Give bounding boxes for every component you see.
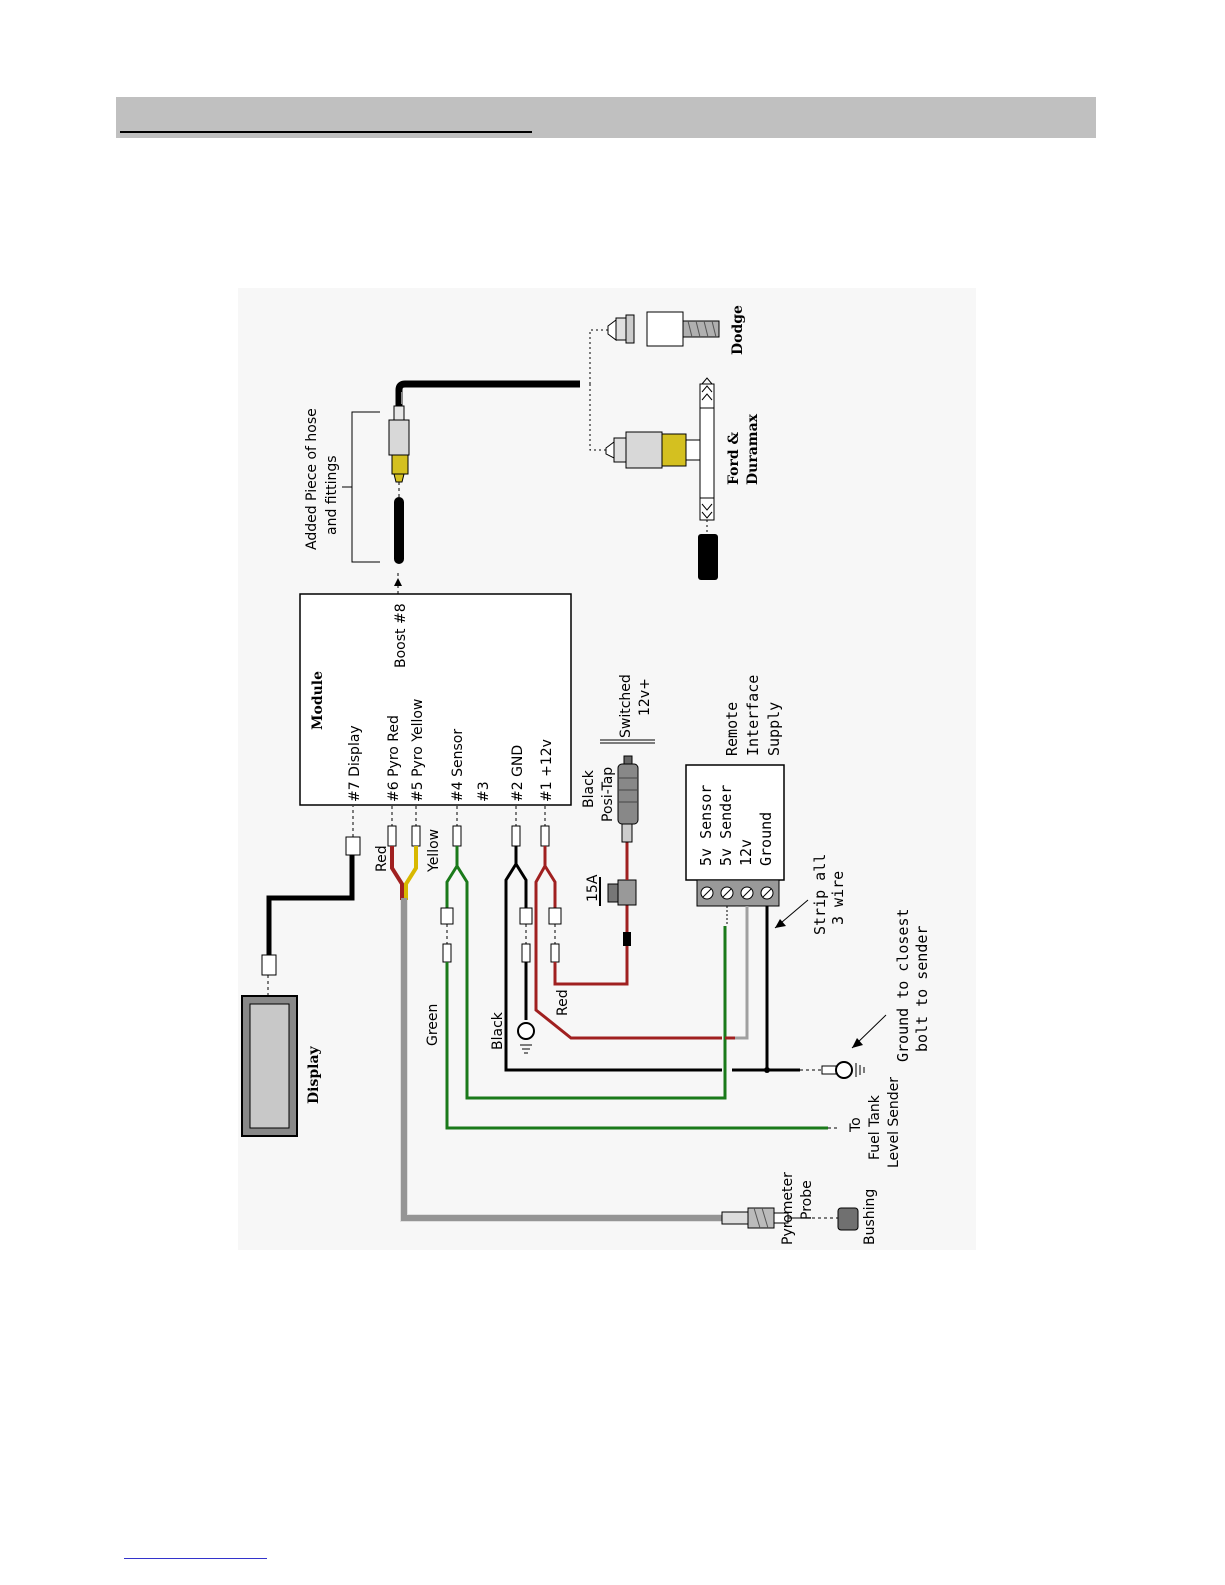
fuel-label-line3: Level Sender bbox=[886, 1077, 902, 1168]
strip-arrowhead-icon bbox=[775, 919, 786, 928]
gnd-black-wire-a bbox=[504, 846, 722, 1072]
switched-label-line1: Switched bbox=[618, 674, 634, 738]
wire-label-green: Green bbox=[425, 1004, 441, 1046]
ground-ring-icon bbox=[517, 1022, 535, 1040]
power-red-wire-b bbox=[543, 865, 557, 908]
fuse-label: 15A bbox=[585, 874, 601, 902]
ford-label-line1: Ford & bbox=[726, 431, 742, 485]
ford-hose-stub bbox=[698, 534, 718, 580]
wire-label-red-top: Red bbox=[374, 845, 390, 872]
power-pin-icon bbox=[540, 825, 550, 847]
added-hose-segment bbox=[394, 497, 404, 564]
ground-symbol-icon bbox=[520, 1044, 532, 1054]
terminal-label-12v: 12v bbox=[737, 839, 755, 866]
fuel-label-line2: Fuel Tank bbox=[867, 1094, 883, 1160]
pyro-red-pin-icon bbox=[387, 825, 397, 847]
ground-arrowhead-icon bbox=[852, 1038, 863, 1048]
section-header-rule bbox=[120, 131, 532, 133]
fuel-pin-icon bbox=[442, 943, 452, 963]
switched-label-line2: 12v+ bbox=[637, 678, 653, 716]
port-6-label: #6 Pyro Red bbox=[386, 715, 402, 802]
ford-label-line2: Duramax bbox=[745, 413, 761, 485]
ground-note-line2: bolt to sender bbox=[913, 926, 931, 1052]
pyrometer-probe-icon bbox=[721, 1207, 800, 1229]
terminal-label-5v-sensor: 5v Sensor bbox=[697, 785, 715, 866]
pyro-gray-cable bbox=[401, 898, 722, 1221]
wire-label-black: Black bbox=[490, 1011, 506, 1050]
module-title: Module bbox=[310, 671, 326, 730]
remote-title-line3: Supply bbox=[765, 702, 783, 756]
bushing-icon bbox=[837, 1207, 859, 1231]
display-screen bbox=[249, 1003, 290, 1129]
strip-label-line2: 3 wire bbox=[829, 871, 847, 925]
hose-label-line2: and fittings bbox=[324, 455, 340, 535]
power-fuse-pin-icon bbox=[550, 943, 560, 963]
wire-label-yellow: Yellow bbox=[426, 829, 442, 873]
wire-label-red-bottom: Red bbox=[555, 989, 571, 1016]
gnd-black-wire-b bbox=[514, 863, 528, 908]
ground-junction-dot bbox=[764, 1067, 770, 1073]
port-5-label: #5 Pyro Yellow bbox=[410, 699, 426, 802]
strip-label-line1: Strip all bbox=[811, 854, 829, 935]
sensor-green-wire-a bbox=[445, 846, 459, 908]
power-fuse-wire bbox=[553, 946, 629, 986]
option-branch-lines bbox=[589, 329, 608, 451]
terminal-label-ground: Ground bbox=[757, 812, 775, 866]
display-label: Display bbox=[306, 1045, 322, 1104]
pyro-cable-outline bbox=[400, 898, 722, 1222]
boost-nipple-icon bbox=[394, 578, 402, 586]
pyro-yellow-pin-icon bbox=[411, 825, 421, 847]
fuel-label-line1: To bbox=[848, 1117, 864, 1133]
pyrometer-label-line1: Pyrometer bbox=[780, 1172, 796, 1245]
hose-label-line1: Added Piece of hose bbox=[304, 408, 320, 550]
posi-tap-label-line2: Posi-Tap bbox=[600, 767, 616, 822]
pyro-red-wire bbox=[390, 846, 404, 900]
fitting-tip-icon bbox=[393, 405, 405, 421]
terminal-label-5v-sender: 5v Sender bbox=[717, 785, 735, 866]
boost-port-label: Boost #8 bbox=[393, 603, 409, 668]
port-7-label: #7 Display bbox=[347, 725, 363, 802]
display-cable bbox=[266, 855, 355, 955]
port-4-label: #4 Sensor bbox=[450, 729, 466, 802]
dodge-fitting-icon bbox=[607, 311, 720, 347]
remote-title-line2: Interface bbox=[744, 675, 762, 756]
hose-bracket bbox=[342, 411, 380, 563]
fuel-sender-green-wire bbox=[445, 962, 828, 1130]
gnd-ring-pin-icon bbox=[521, 943, 531, 963]
port-1-label: #1 +12v bbox=[539, 739, 555, 802]
power-splice-icon bbox=[548, 907, 562, 925]
inline-splice-icon bbox=[623, 932, 631, 946]
boost-hose bbox=[395, 380, 580, 406]
remote-interface-box bbox=[685, 764, 785, 881]
sensor-splice-icon bbox=[440, 907, 454, 925]
dodge-label: Dodge bbox=[730, 305, 746, 355]
posi-tap-label-line1: Black bbox=[581, 769, 597, 808]
gnd-pin-icon bbox=[511, 825, 521, 847]
pyro-yellow-wire bbox=[404, 846, 418, 900]
gnd-splice-icon bbox=[519, 907, 533, 925]
module-display-connector-icon bbox=[345, 836, 361, 856]
ground-note-line1: Ground to closest bbox=[894, 908, 912, 1062]
ford-duramax-fitting-icon bbox=[605, 377, 715, 521]
pyrometer-label-line2: Probe bbox=[799, 1180, 815, 1220]
sensor-pin-icon bbox=[452, 825, 462, 847]
posi-tap-icon bbox=[617, 755, 639, 843]
brass-barb-icon bbox=[393, 473, 405, 483]
remote-title-line1: Remote bbox=[723, 702, 741, 756]
port-2-label: #2 GND bbox=[510, 745, 526, 802]
fitting-body-icon bbox=[388, 419, 410, 456]
terminal-screw-icons bbox=[700, 886, 774, 900]
sensor-green-wire-b bbox=[455, 865, 727, 1100]
brass-nut-icon bbox=[391, 454, 409, 475]
ground-bolt-icon bbox=[821, 1061, 865, 1079]
remote-12v-gray-lead bbox=[732, 906, 749, 1040]
module-box bbox=[299, 593, 572, 806]
power-red-wire-a bbox=[534, 846, 722, 1040]
bushing-label: Bushing bbox=[862, 1189, 878, 1245]
footer-link-underline bbox=[124, 1558, 267, 1559]
display-connector-icon bbox=[261, 954, 277, 976]
port-3-label: #3 bbox=[476, 781, 492, 802]
